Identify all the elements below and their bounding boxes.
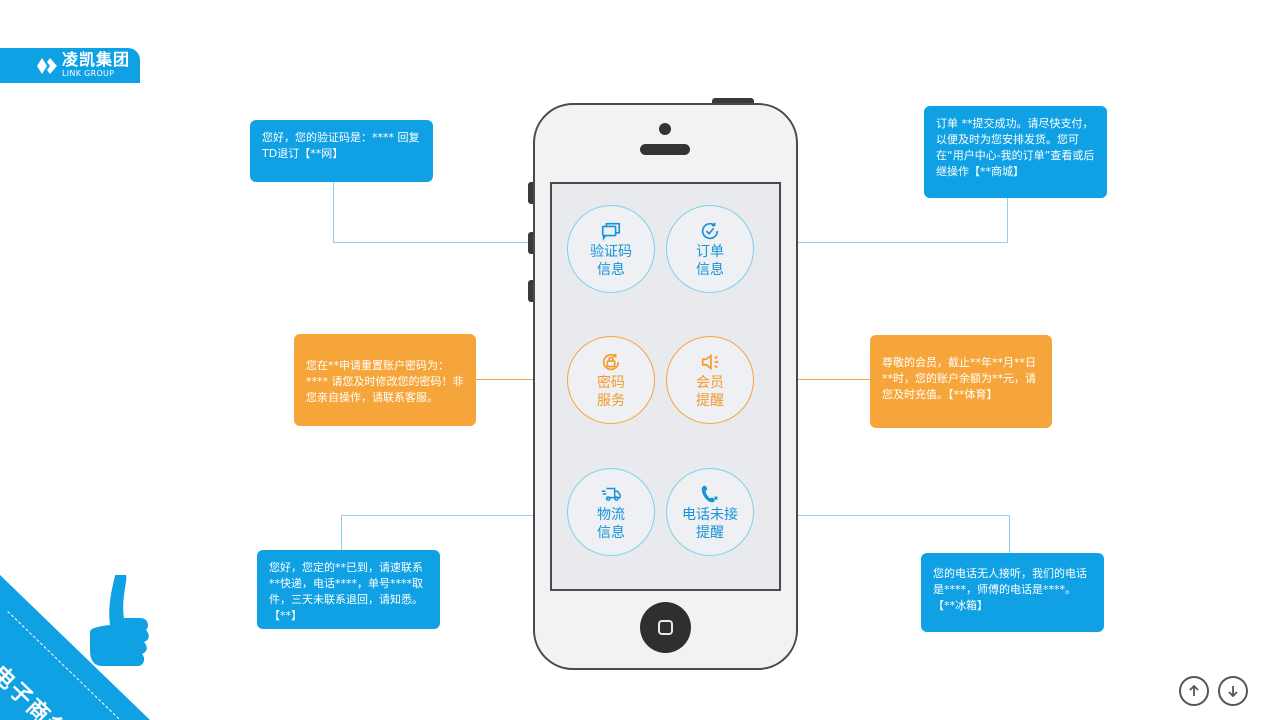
verify-message-text: 您好，您的验证码是：**** 回复TD退订【**网】 [262,131,420,160]
connector-logistics-v [341,515,342,550]
phone-mute-switch [528,182,534,204]
phone-home-button [640,602,691,653]
member-reminder-circle[interactable]: 会员 提醒 [666,336,754,424]
lock-icon [602,353,620,370]
next-slide-button[interactable] [1218,676,1248,706]
connector-missedcall-h [752,515,1010,516]
missed-call-label-2: 提醒 [696,524,724,541]
previous-slide-button[interactable] [1179,676,1209,706]
connector-verify-v [333,182,334,243]
missed-call-label-1: 电话未接 [682,506,738,523]
logistics-message-text: 您好，您定的**已到，请速联系 **快递，电话****，单号****取件，三天未… [269,561,423,622]
arrow-up-icon [1189,684,1199,696]
order-label-2: 信息 [696,261,724,278]
phone-volume-up [528,232,534,254]
order-label-1: 订单 [696,243,724,260]
phone-camera [659,123,671,135]
arrow-down-icon [1228,686,1238,698]
logo-name-en: LINK GROUP [62,69,115,78]
order-info-circle[interactable]: 订单 信息 [666,205,754,293]
missed-call-message-box: 您的电话无人接听，我们的电话是****，师傅的电话是****。【**冰箱】 [921,553,1104,632]
logo-diamond-icon [37,58,57,74]
missed-call-circle[interactable]: 电话未接 提醒 [666,468,754,556]
category-ribbon: 电子商务 [0,575,150,720]
password-message-box: 您在**申请重置账户密码为：**** 请您及时修改您的密码！非您亲自操作，请联系… [294,334,476,426]
missed-call-icon [701,485,718,502]
logistics-label-1: 物流 [597,506,625,523]
connector-order-v [1007,198,1008,243]
chat-icon [601,222,621,241]
connector-member [752,379,870,380]
logistics-info-circle[interactable]: 物流 信息 [567,468,655,556]
logo-name-cn: 凌凯集团 [62,50,131,69]
password-message-text: 您在**申请重置账户密码为：**** 请您及时修改您的密码！非您亲自操作，请联系… [306,359,464,404]
password-service-circle[interactable]: 密码 服务 [567,336,655,424]
thumbs-up-icon [90,575,149,666]
speaker-icon [701,353,719,370]
verify-label-1: 验证码 [590,243,632,260]
verify-message-box: 您好，您的验证码是：**** 回复TD退订【**网】 [250,120,433,182]
verify-code-circle[interactable]: 验证码 信息 [567,205,655,293]
verify-label-2: 信息 [597,261,625,278]
phone-speaker [640,144,690,155]
member-label-1: 会员 [696,374,724,391]
logistics-message-box: 您好，您定的**已到，请速联系 **快递，电话****，单号****取件，三天未… [257,550,440,629]
member-label-2: 提醒 [696,392,724,409]
check-clock-icon [701,222,719,239]
password-label-2: 服务 [597,392,625,409]
connector-verify-h [333,242,569,243]
connector-logistics-h [341,515,569,516]
member-message-box: 尊敬的会员，截止**年**月**日**时，您的账户余额为**元，请您及时充值。【… [870,335,1052,428]
connector-password [476,379,569,380]
logistics-label-2: 信息 [597,524,625,541]
company-logo: 凌凯集团 LINK GROUP [0,48,140,83]
order-message-text: 订单 **提交成功。请尽快支付，以便及时为您安排发货。您可在“用户中心-我的订单… [936,117,1095,178]
phone-volume-down [528,280,534,302]
connector-order-h [752,242,1008,243]
connector-missedcall-v [1009,515,1010,553]
member-message-text: 尊敬的会员，截止**年**月**日**时，您的账户余额为**元，请您及时充值。【… [882,356,1036,401]
truck-icon [601,487,621,501]
phone-power-button [712,98,754,104]
password-label-1: 密码 [597,374,625,391]
missed-call-message-text: 您的电话无人接听，我们的电话是****，师傅的电话是****。【**冰箱】 [933,567,1087,612]
order-message-box: 订单 **提交成功。请尽快支付，以便及时为您安排发货。您可在“用户中心-我的订单… [924,106,1107,198]
